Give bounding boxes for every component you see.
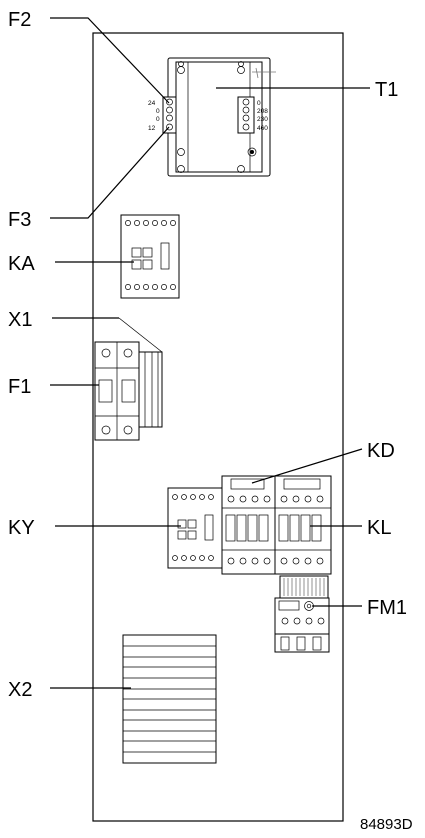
- callout-f3: F3: [8, 209, 31, 231]
- callout-f2: F2: [8, 9, 31, 31]
- terminal-strip-x1: [118, 317, 163, 428]
- callout-x1: X1: [8, 309, 32, 331]
- t1-left-terminal-label-1: 24: [148, 100, 156, 107]
- callout-f1: F1: [8, 376, 31, 398]
- contactor-kd: [221, 475, 276, 575]
- callout-kd: KD: [367, 440, 395, 462]
- t1-right-terminal-label-2: 208: [257, 108, 268, 115]
- callout-ky: KY: [8, 517, 35, 539]
- drawing-code: 84893D: [360, 816, 413, 833]
- t1-left-terminal-label-2: 0: [156, 108, 160, 115]
- t1-left-terminal-label-4: 12: [148, 125, 156, 132]
- callout-kl: KL: [367, 517, 391, 539]
- circuit-breaker-f1: [94, 341, 140, 441]
- t1-right-terminal-label-4: 460: [257, 125, 268, 132]
- relay-ky: [167, 487, 223, 569]
- callout-t1: T1: [375, 79, 398, 101]
- callout-ka: KA: [8, 253, 35, 275]
- t1-right-terminal-label-1: 0: [257, 100, 261, 107]
- callout-x2: X2: [8, 679, 32, 701]
- callout-fm1: FM1: [367, 597, 407, 619]
- t1-left-terminal-label-3: 0: [156, 116, 160, 123]
- contactor-kl: [274, 475, 332, 575]
- overload-relay-fm1: [274, 575, 330, 653]
- mounting-panel: [92, 32, 344, 822]
- transformer-t1: 24 0 0 12 0 208 230 460: [148, 57, 276, 177]
- t1-right-terminal-label-3: 230: [257, 116, 268, 123]
- terminal-strip-x2: [122, 634, 217, 764]
- relay-ka: [120, 214, 180, 299]
- leader-lines: [50, 17, 370, 689]
